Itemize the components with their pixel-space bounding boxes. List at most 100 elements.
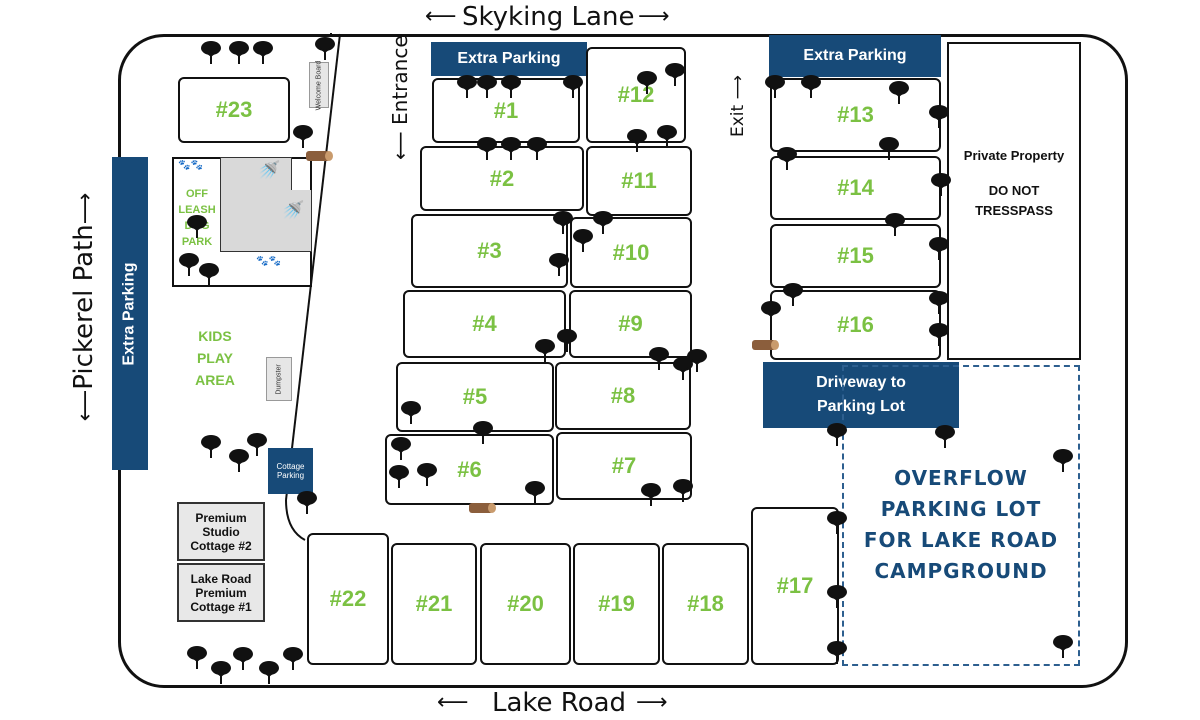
tree-icon [637,71,657,94]
kids-play-area-label: KIDS PLAY AREA [195,328,235,388]
overflow-parking-label: OVERFLOW PARKING LOT FOR LAKE ROAD CAMPG… [863,466,1059,583]
dumpster: Dumpster [266,357,292,401]
tree-icon [259,661,279,684]
site-4[interactable]: #4 [403,290,566,358]
tree-icon [777,147,797,170]
tree-icon [201,435,221,458]
tree-icon [187,646,207,669]
site-8[interactable]: #8 [555,362,691,430]
tree-icon [201,41,221,64]
tree-icon [673,479,693,502]
site-1[interactable]: #1 [432,78,580,143]
site-16[interactable]: #16 [770,290,941,360]
site-17[interactable]: #17 [751,507,839,665]
tree-icon [477,137,497,160]
site-22[interactable]: #22 [307,533,389,665]
tree-icon [801,75,821,98]
site-11[interactable]: #11 [586,146,692,216]
driveway-banner: Driveway to Parking Lot [763,362,959,428]
tree-icon [501,137,521,160]
paw-icon: 🐾🐾 [178,160,203,171]
tree-icon [573,229,593,252]
tree-icon [1053,635,1073,658]
tree-icon [199,263,219,286]
tree-icon [827,423,847,446]
road-label-lake-road: Lake Road [492,688,627,718]
site-3[interactable]: #3 [411,214,568,288]
cottage-parking: Cottage Parking [268,448,313,494]
tree-icon [827,585,847,608]
dog-park-building-top [220,157,292,195]
tree-icon [229,449,249,472]
premium-studio-cottage-2[interactable]: Premium Studio Cottage #2 [177,502,265,561]
tree-icon [673,357,693,380]
welcome-board: Welcome Board [309,60,329,110]
lake-road-premium-cottage-1[interactable]: Lake Road Premium Cottage #1 [177,563,265,622]
arrow-left-icon: ⟵ [437,690,469,715]
tree-icon [889,81,909,104]
site-6[interactable]: #6 [385,434,554,505]
tree-icon [593,211,613,234]
tree-icon [501,75,521,98]
tree-icon [929,323,949,346]
tree-icon [929,291,949,314]
tree-icon [473,421,493,444]
tree-icon [229,41,249,64]
private-property-note: DO NOT TRESSPASS [975,183,1053,218]
site-21[interactable]: #21 [391,543,477,665]
tree-icon [557,329,577,352]
site-9[interactable]: #9 [569,290,692,358]
site-12[interactable]: #12 [586,47,686,143]
tree-icon [665,63,685,86]
site-14[interactable]: #14 [770,156,941,220]
dog-park-building [220,190,312,252]
site-13[interactable]: #13 [770,78,941,152]
tree-icon [627,129,647,152]
extra-parking-top-right-banner: Extra Parking [769,35,941,77]
road-label-skyking-lane: Skyking Lane [462,2,635,32]
site-23[interactable]: #23 [178,77,290,143]
shower-icon: 🚿 [258,160,281,180]
tree-icon [527,137,547,160]
dog-park-label: OFF LEASH DOG PARK [178,188,216,248]
tree-icon [179,253,199,276]
tree-icon [553,211,573,234]
tree-icon [929,237,949,260]
tree-icon [657,125,677,148]
extra-parking-left-banner: Extra Parking [112,157,148,470]
tree-icon [477,75,497,98]
tree-icon [525,481,545,504]
tree-icon [827,641,847,664]
tree-icon [211,661,231,684]
site-19[interactable]: #19 [573,543,660,665]
tree-icon [293,125,313,148]
site-18[interactable]: #18 [662,543,749,665]
arrow-left-icon: ⟵ [425,4,457,29]
tree-icon [879,137,899,160]
tree-icon [457,75,477,98]
arrow-right-icon: ⟶ [636,690,668,715]
tree-icon [641,483,661,506]
tree-icon [649,347,669,370]
tree-icon [401,401,421,424]
tree-icon [187,215,207,238]
private-property-title: Private Property [963,148,1065,163]
log-icon [469,503,496,513]
tree-icon [549,253,569,276]
overflow-parking-lot: OVERFLOW PARKING LOT FOR LAKE ROAD CAMPG… [842,365,1080,666]
shower-icon: 🚿 [282,200,305,220]
tree-icon [1053,449,1073,472]
log-icon [752,340,779,350]
site-20[interactable]: #20 [480,543,571,665]
tree-icon [761,301,781,324]
tree-icon [931,173,951,196]
tree-icon [783,283,803,306]
tree-icon [389,465,409,488]
arrow-right-icon: ⟶ [638,4,670,29]
site-15[interactable]: #15 [770,224,941,288]
site-10[interactable]: #10 [570,217,692,288]
site-7[interactable]: #7 [556,432,692,500]
paw-icon: 🐾🐾 [256,256,281,267]
log-icon [306,151,333,161]
